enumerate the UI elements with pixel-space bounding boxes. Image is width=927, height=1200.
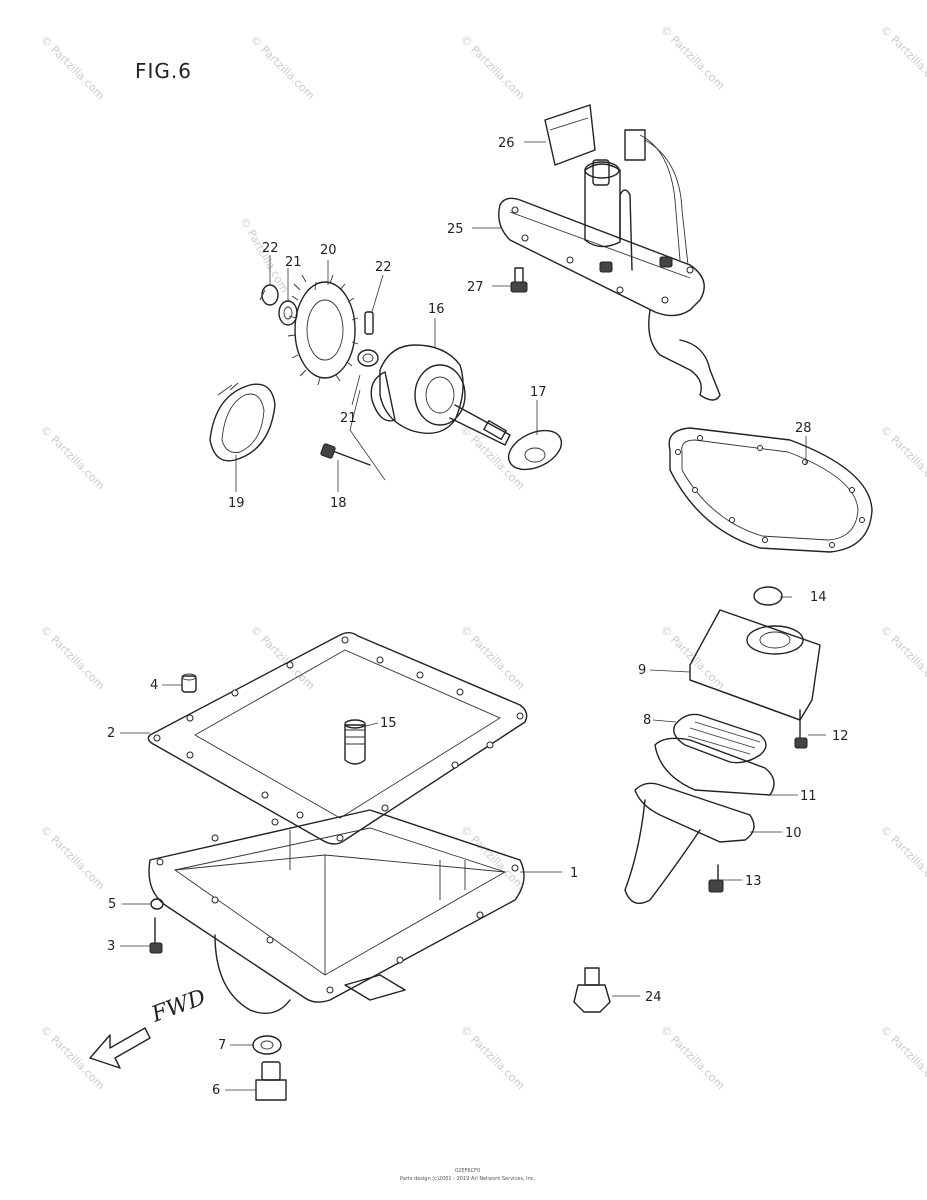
callout-13[interactable]: 13: [745, 874, 762, 889]
callout-6[interactable]: 6: [212, 1083, 220, 1098]
callout-28[interactable]: 28: [795, 421, 812, 436]
callout-21b[interactable]: 21: [340, 411, 357, 426]
watermark: © Partzilla.com: [458, 1023, 527, 1092]
callout-17[interactable]: 17: [530, 385, 547, 400]
watermark-group: © Partzilla.com © Partzilla.com © Partzi…: [38, 23, 927, 1092]
watermark: © Partzilla.com: [248, 623, 317, 692]
watermark: © Partzilla.com: [658, 23, 727, 92]
callout-20[interactable]: 20: [320, 243, 337, 258]
watermark: © Partzilla.com: [878, 1023, 927, 1092]
oil-pan: [148, 809, 525, 1014]
callout-10[interactable]: 10: [785, 826, 802, 841]
callout-18[interactable]: 18: [330, 496, 347, 511]
callout-24[interactable]: 24: [645, 990, 662, 1005]
watermark: © Partzilla.com: [878, 23, 927, 92]
figure-title: FIG.6: [135, 59, 192, 83]
watermark: © Partzilla.com: [38, 423, 107, 492]
leader-lines: [120, 141, 826, 1091]
callout-1[interactable]: 1: [570, 866, 578, 881]
watermark: © Partzilla.com: [878, 823, 927, 892]
callout-25[interactable]: 25: [447, 222, 464, 237]
callout-22[interactable]: 22: [375, 260, 392, 275]
callout-7[interactable]: 7: [218, 1038, 226, 1053]
watermark: © Partzilla.com: [248, 33, 317, 102]
watermark: © Partzilla.com: [878, 623, 927, 692]
oil-pump-group: [209, 274, 563, 481]
watermark: © Partzilla.com: [458, 623, 527, 692]
watermark: © Partzilla.com: [38, 823, 107, 892]
small-parts: [149, 673, 611, 1101]
watermark: © Partzilla.com: [658, 623, 727, 692]
callout-4[interactable]: 4: [150, 678, 158, 693]
callouts: 1 2 3 4 5 6 7 8 9 10 11 12 13 14 15 16 1…: [107, 136, 849, 1098]
callout-21[interactable]: 21: [285, 255, 302, 270]
watermark: © Partzilla.com: [658, 1023, 727, 1092]
callout-3[interactable]: 3: [107, 939, 115, 954]
callout-2[interactable]: 2: [107, 726, 115, 741]
watermark: © Partzilla.com: [458, 823, 527, 892]
oil-pan-gasket: [147, 632, 528, 845]
callout-9[interactable]: 9: [638, 663, 646, 678]
callout-12[interactable]: 12: [832, 729, 849, 744]
callout-8[interactable]: 8: [643, 713, 651, 728]
watermark: © Partzilla.com: [38, 1023, 107, 1092]
watermark: © Partzilla.com: [38, 623, 107, 692]
callout-11[interactable]: 11: [800, 789, 817, 804]
callout-26[interactable]: 26: [498, 136, 515, 151]
footer-copyright: Parts design (c)2001 - 2019 Arl Network …: [400, 1176, 535, 1182]
callout-27[interactable]: 27: [467, 280, 484, 295]
forward-arrow: [89, 1027, 151, 1069]
watermark: © Partzilla.com: [878, 423, 927, 492]
watermark: © Partzilla.com: [458, 33, 527, 102]
callout-16[interactable]: 16: [428, 302, 445, 317]
footer-code: 02EF6CF0: [455, 1168, 480, 1174]
callout-19[interactable]: 19: [228, 496, 245, 511]
forward-label: FWD: [148, 985, 210, 1028]
oil-strainer-group: [624, 586, 821, 904]
watermark: © Partzilla.com: [38, 33, 107, 102]
fuel-pump-gasket: [668, 427, 873, 553]
callout-22b[interactable]: 22: [262, 241, 279, 256]
callout-14[interactable]: 14: [810, 590, 827, 605]
callout-15[interactable]: 15: [380, 716, 397, 731]
watermark: © Partzilla.com: [458, 423, 527, 492]
fuel-pump-assembly: [498, 104, 721, 401]
callout-5[interactable]: 5: [108, 897, 116, 912]
